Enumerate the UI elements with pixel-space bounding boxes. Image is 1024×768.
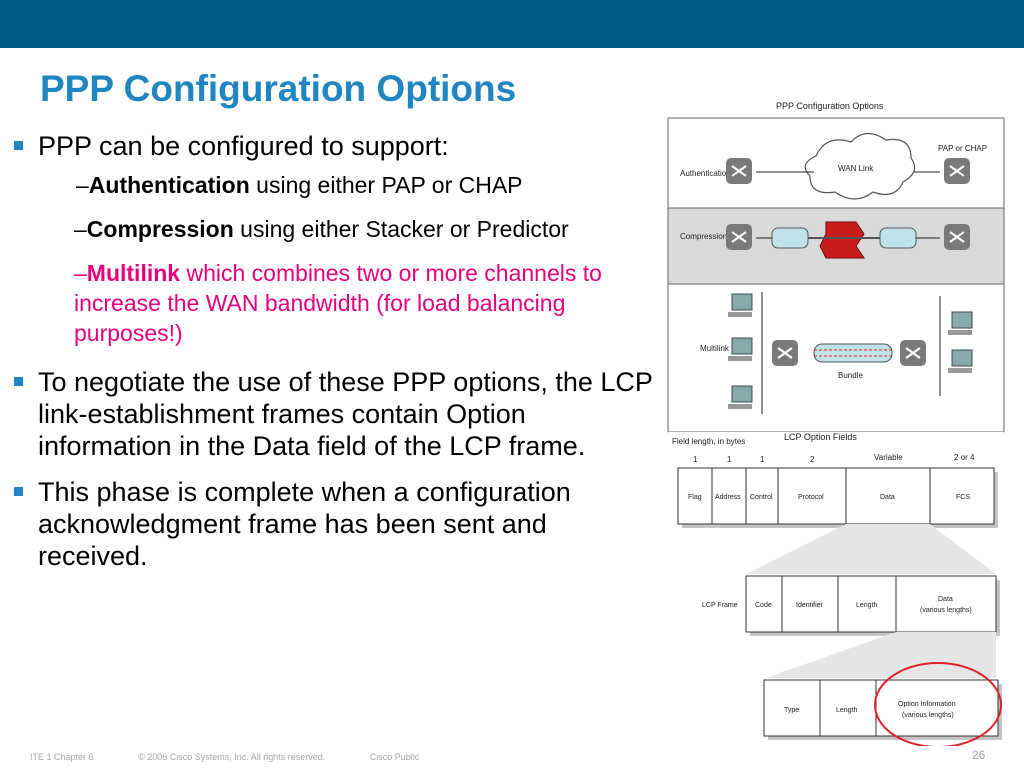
pc-icon (948, 311, 973, 335)
size-label: 1 (727, 455, 732, 464)
bullet-square-icon (14, 141, 23, 150)
router-icon (726, 224, 752, 250)
pc-icon (728, 293, 753, 317)
footer-copyright: © 2006 Cisco Systems, Inc. All rights re… (138, 752, 326, 762)
pc-icon (728, 337, 753, 361)
size-label: 2 or 4 (954, 453, 975, 462)
field-option-information: Option Information (898, 701, 956, 708)
size-label: 1 (760, 455, 765, 464)
field-flag: Flag (688, 494, 702, 501)
row-label-authentication: Authentication (680, 169, 731, 178)
sub-bold: Compression (86, 216, 234, 242)
size-label: 2 (810, 455, 815, 464)
row-label-compression: Compression (680, 232, 727, 241)
wan-link-label: WAN Link (838, 164, 874, 173)
pc-icon (948, 349, 973, 373)
lcp-frame (745, 575, 997, 633)
router-icon (772, 340, 798, 366)
field-data: Data (880, 494, 895, 501)
dash: – (74, 260, 87, 286)
bullet-1: PPP can be configured to support: (14, 130, 654, 162)
bullet-1-text: PPP can be configured to support: (38, 131, 449, 161)
bullet-2-text: To negotiate the use of these PPP option… (38, 367, 653, 461)
router-icon (726, 158, 752, 184)
option-frame (763, 679, 999, 737)
field-length: Length (856, 602, 878, 609)
figure-top-title: PPP Configuration Options (776, 101, 884, 111)
pipe-left (771, 227, 809, 249)
size-label: Variable (874, 453, 903, 462)
sub-rest: which combines two or more channels to i… (74, 260, 602, 346)
bullet-square-icon (14, 487, 23, 496)
field-identifier: Identifier (796, 602, 824, 609)
field-code: Code (755, 602, 772, 609)
sub-bold: Authentication (88, 172, 250, 198)
footer: ITE 1 Chapter 6 © 2006 Cisco Systems, In… (30, 752, 461, 762)
field-protocol: Protocol (798, 494, 824, 501)
field-length: Length (836, 707, 858, 714)
ppp-options-figure: PPP Configuration Options Authentication… (667, 101, 1005, 746)
lcp-option-fields-title: LCP Option Fields (784, 432, 857, 442)
row-label-multilink: Multilink (700, 344, 730, 353)
bullet-2: To negotiate the use of these PPP option… (14, 366, 654, 462)
field-option-information-sub: (various lengths) (902, 712, 954, 719)
highlight-circle (874, 662, 1002, 746)
router-icon (944, 158, 970, 184)
header-bar (0, 0, 1024, 48)
pc-icon (728, 385, 753, 409)
bullet-square-icon (14, 377, 23, 386)
bullet-3: This phase is complete when a configurat… (14, 476, 654, 572)
router-icon (944, 224, 970, 250)
pap-chap-label: PAP or CHAP (938, 144, 987, 153)
lcp-frame-label: LCP Frame (702, 602, 738, 609)
ppp-frame (677, 467, 995, 525)
sub-bullet-authentication: –Authentication using either PAP or CHAP (14, 170, 654, 200)
size-label: 1 (693, 455, 698, 464)
sub-rest: using either PAP or CHAP (249, 172, 523, 198)
footer-classification: Cisco Public (369, 752, 420, 762)
pipe-right (879, 227, 917, 249)
field-data-sub: (various lengths) (920, 607, 972, 614)
field-type: Type (784, 707, 799, 714)
slide-body: PPP can be configured to support: –Authe… (14, 130, 654, 580)
page-number: 26 (972, 748, 986, 762)
field-address: Address (715, 494, 741, 501)
field-data: Data (938, 596, 953, 603)
sub-bullet-compression: –Compression using either Stacker or Pre… (14, 214, 654, 244)
sub-rest: using either Stacker or Predictor (233, 216, 569, 242)
field-length-label: Field length, in bytes (672, 437, 745, 446)
slide-title: PPP Configuration Options (40, 68, 517, 109)
field-control: Control (750, 494, 773, 501)
bundle-pipe (813, 343, 893, 363)
bullet-3-text: This phase is complete when a configurat… (38, 477, 571, 571)
dash: – (76, 172, 89, 198)
compressor-clamp-icon (819, 221, 865, 259)
field-fcs: FCS (956, 494, 970, 501)
expansion-trapezoid (746, 524, 996, 574)
footer-course: ITE 1 Chapter 6 (30, 752, 94, 762)
bundle-label: Bundle (838, 371, 863, 380)
sub-bold: Multilink (86, 260, 181, 286)
dash: – (74, 216, 87, 242)
wan-cloud-icon (804, 132, 916, 200)
router-icon (900, 340, 926, 366)
sub-bullet-multilink: –Multilink which combines two or more ch… (14, 258, 654, 348)
expansion-trapezoid (766, 632, 996, 678)
